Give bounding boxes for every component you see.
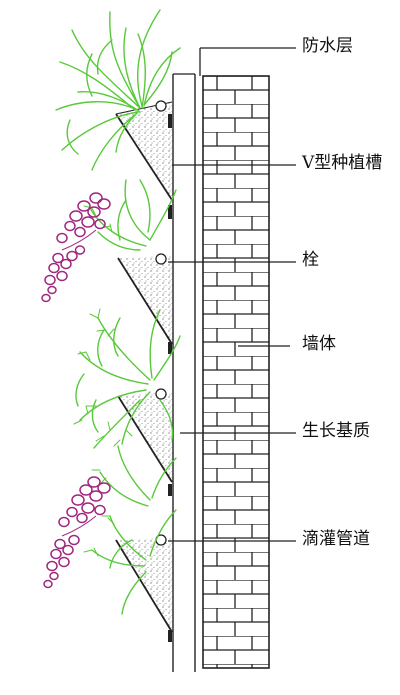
v-planting-troughs: [115, 101, 173, 633]
brick-wall: [202, 75, 270, 669]
label-bolt: 栓: [302, 250, 319, 270]
v-planting-trough: [115, 101, 173, 201]
v-planting-trough: [117, 256, 173, 345]
v-planting-trough: [117, 392, 173, 483]
label-waterproof-layer: 防水层: [302, 36, 353, 56]
bolts: [168, 114, 172, 642]
leaf-cluster-icon: [55, 9, 181, 615]
flower-cluster-icon: [41, 192, 111, 589]
flower-stems: [61, 229, 97, 537]
v-planting-trough: [115, 538, 173, 633]
label-growth-medium: 生长基质: [302, 421, 370, 441]
leaf-cluster-icon: [73, 205, 133, 557]
label-v-planting-trough: V型种植槽: [302, 153, 383, 173]
label-wall: 墙体: [302, 334, 336, 354]
support-board: [172, 73, 196, 672]
label-drip-pipe: 滴灌管道: [302, 529, 370, 549]
drip-pipes: [155, 100, 167, 546]
leader-lines: [168, 47, 296, 542]
